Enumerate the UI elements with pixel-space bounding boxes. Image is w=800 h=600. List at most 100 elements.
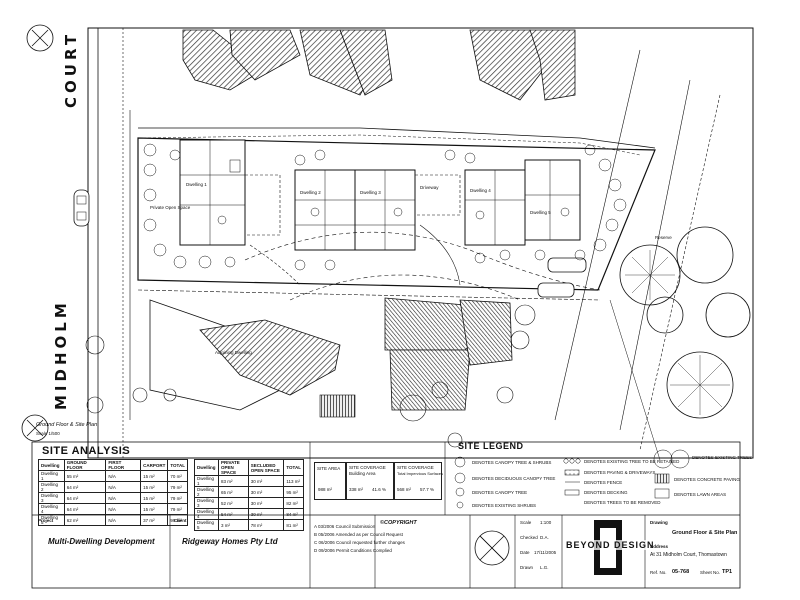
table-header: FIRST FLOOR	[105, 459, 142, 471]
table-row: Dwelling 1 83 m² 30 m² 113 m²	[194, 475, 304, 487]
table-header: PRIVATE OPEN SPACE	[217, 459, 249, 476]
table-row: Dwelling 4 64 m² N/A 15 m² 79 m²	[38, 503, 188, 515]
impervious-value: 568 m²	[397, 487, 412, 492]
car-top-view	[73, 189, 90, 227]
revision-row: B 05/2006 Amended as per Council Request	[314, 532, 403, 537]
site-boundary	[137, 137, 656, 291]
checked-value: D.A.	[540, 535, 549, 540]
drawn-value: L.G.	[540, 565, 549, 570]
table-cell: 30 m²	[247, 486, 285, 498]
table-cell: 30 m²	[247, 475, 285, 487]
table-header-row: Dwelling PRIVATE OPEN SPACE SECLUDED OPE…	[194, 459, 304, 476]
table-header: TOTAL	[167, 459, 188, 471]
carport-1	[244, 174, 281, 236]
driveway-label: Driveway	[420, 185, 439, 190]
table-cell: 79 m²	[167, 481, 188, 493]
address-label: Address	[650, 544, 669, 549]
table-cell: Dwelling 5	[194, 519, 219, 531]
rev-desc: Amended as per Council Request	[335, 532, 403, 537]
date-label: Date	[520, 550, 530, 555]
table-cell: N/A	[105, 514, 142, 526]
rev-date: 09/2006	[318, 548, 335, 553]
compass-symbol	[474, 530, 510, 566]
table-row: Dwelling 5 62 m² N/A 37 m² 99 m²	[38, 514, 188, 526]
table-cell: 113 m²	[283, 475, 304, 487]
table-header: Dwelling	[194, 459, 219, 476]
table-cell: 64 m²	[63, 503, 107, 515]
address-value: At 31 Midholm Court, Thomastown	[650, 552, 727, 558]
legend-item: DENOTES EXISTING TREE TO BE RETAINED	[584, 459, 680, 464]
table-cell: 82 m²	[283, 497, 304, 509]
legend-item: DENOTES CANOPY TREE	[472, 490, 528, 495]
table-row: Dwelling 2 64 m² N/A 15 m² 79 m²	[38, 481, 188, 493]
rev-date: 05/2006	[318, 532, 335, 537]
site-car-2	[537, 282, 575, 298]
table-cell: Dwelling 3	[38, 492, 65, 504]
legend-item: DENOTES EXISTING TREES	[692, 455, 753, 460]
table-cell: 52 m²	[217, 497, 249, 509]
table-cell: 62 m²	[63, 514, 107, 526]
revision-row: A 03/2006 Council Submission	[314, 524, 375, 529]
street-name-midholm: MIDHOLM	[52, 299, 70, 410]
table-cell: 81 m²	[283, 519, 304, 531]
impervious-sub: Total Impervious Surfaces	[397, 471, 444, 476]
table-cell: 78 m²	[247, 519, 285, 531]
dwelling-label-1: Dwelling 1	[186, 182, 207, 187]
checked-label: Checked	[520, 535, 538, 540]
table-header: TOTAL	[283, 459, 304, 476]
table-cell: Dwelling 4	[194, 508, 219, 520]
driveway-curve	[244, 231, 601, 291]
table-cell: 15 m²	[140, 503, 169, 515]
project-name: Multi-Dwelling Development	[48, 537, 155, 546]
table-cell: 99 m²	[167, 514, 188, 526]
dwelling-label-2: Dwelling 2	[300, 190, 321, 195]
site-area-label: SITE AREA	[317, 466, 341, 471]
rev-date: 03/2006	[318, 524, 335, 529]
ref-value: 05-768	[672, 569, 690, 575]
dwelling-4	[464, 169, 526, 246]
site-car-1	[547, 257, 587, 273]
table-header: CARPORT	[140, 459, 169, 471]
table-cell: Dwelling 2	[38, 481, 65, 493]
ref-label: Ref. No.	[650, 570, 667, 575]
date-value: 17/11/2005	[534, 550, 557, 555]
table-row: Dwelling 3 64 m² N/A 15 m² 79 m²	[38, 492, 188, 504]
client-label: Client	[174, 518, 187, 523]
drawing-name: Ground Floor & Site Plan	[672, 530, 738, 536]
table-cell: N/A	[105, 470, 142, 482]
table-cell: 84 m²	[283, 508, 304, 520]
revision-row: D 09/2006 Permit Conditions Complied	[314, 548, 392, 553]
table-row: Dwelling 4 54 m² 30 m² 84 m²	[194, 508, 304, 520]
table-cell: 15 m²	[140, 492, 169, 504]
reserve-label: Reserve	[655, 235, 672, 240]
table-cell: 64 m²	[63, 492, 107, 504]
table-header: Dwelling	[38, 459, 65, 471]
table-cell: N/A	[105, 492, 142, 504]
rev-desc: Council requested further changes	[336, 540, 405, 545]
impervious-pct: 57.7 %	[420, 487, 435, 492]
table-header-row: Dwelling GROUND FLOOR FIRST FLOOR CARPOR…	[38, 459, 188, 471]
project-label: Project	[38, 518, 54, 523]
rev-id: D	[314, 548, 318, 553]
table-cell: N/A	[105, 503, 142, 515]
table-cell: 79 m²	[167, 492, 188, 504]
table-row: Dwelling 2 65 m² 30 m² 95 m²	[194, 486, 304, 498]
rev-date: 06/2006	[318, 540, 335, 545]
scale-label: Scale	[520, 520, 532, 525]
dwelling-3	[354, 169, 416, 251]
floor-area-table: Dwelling GROUND FLOOR FIRST FLOOR CARPOR…	[38, 459, 188, 526]
dwelling-label-5: Dwelling 5	[530, 210, 551, 215]
neighbour-roof-1	[182, 29, 264, 91]
table-row: Dwelling 3 52 m² 30 m² 82 m²	[194, 497, 304, 509]
table-header: SECLUDED OPEN SPACE	[247, 459, 285, 476]
legend-item: DENOTES EXISTING SHRUBS	[472, 503, 537, 508]
plan-caption: Ground Floor & Site Plan	[36, 422, 98, 428]
table-cell: N/A	[105, 481, 142, 493]
rev-id: A	[314, 524, 317, 529]
impervious-box: SITE COVERAGE Total Impervious Surfaces …	[394, 462, 444, 500]
sheet-label: Sheet No.	[700, 570, 721, 575]
coverage-label: SITE COVERAGE	[349, 465, 386, 470]
table-cell: 95 m²	[283, 486, 304, 498]
table-row: Dwelling 1 55 m² N/A 15 m² 70 m²	[38, 470, 188, 482]
